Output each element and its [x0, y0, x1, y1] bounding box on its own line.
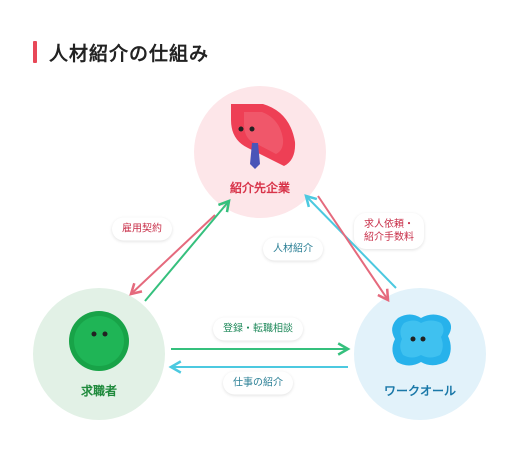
arrow-company-to-agency	[317, 195, 390, 303]
title-accent-bar	[33, 41, 37, 63]
page-title: 人材紹介の仕組み	[33, 39, 209, 65]
job-request-line2: 紹介手数料	[364, 232, 414, 243]
seeker-label: 求職者	[80, 384, 118, 398]
job-request-label: 求人依頼・ 紹介手数料	[354, 213, 424, 249]
arrow-seeker-to-company	[144, 199, 231, 302]
arrow-company-to-seeker	[129, 214, 216, 296]
building-character-icon	[231, 104, 296, 169]
agency-character-icon	[392, 314, 452, 366]
employment-contract-label: 雇用契約	[112, 217, 172, 241]
arrow-agency-to-company	[304, 194, 397, 289]
company-label: 紹介先企業	[229, 181, 291, 195]
registration-label: 登録・転職相談	[213, 317, 303, 341]
title-text: 人材紹介の仕組み	[49, 42, 210, 65]
talent-introduction-label: 人材紹介	[263, 237, 323, 261]
agency-label: ワークオール	[383, 384, 457, 398]
job-introduction-label: 仕事の紹介	[223, 371, 293, 395]
seeker-character-icon	[69, 311, 129, 371]
job-request-line1: 求人依頼・	[364, 219, 414, 230]
